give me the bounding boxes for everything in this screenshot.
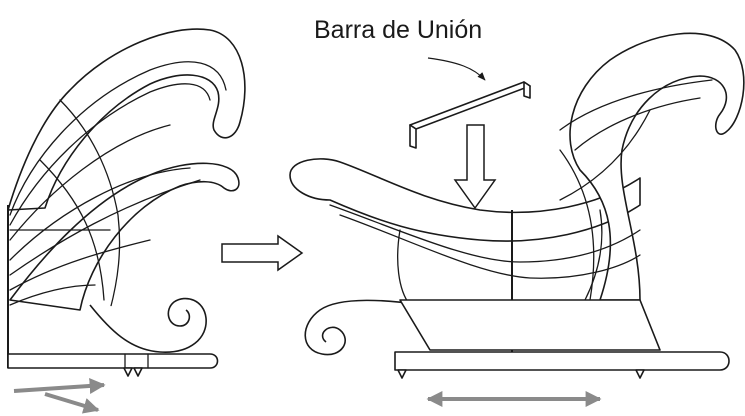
right-sleigh-body — [399, 299, 661, 351]
right-front-scroll — [289, 158, 641, 242]
right-runner — [394, 351, 730, 371]
left-direction-arrow-2 — [44, 392, 100, 414]
right-sleigh — [289, 32, 745, 379]
down-arrow — [453, 124, 497, 210]
right-arrow — [221, 234, 304, 272]
left-runner-curl — [89, 297, 207, 353]
left-back-scroll — [7, 28, 246, 211]
left-runner — [7, 353, 219, 369]
right-back-scroll — [569, 32, 745, 301]
label-leader-arrow — [427, 57, 486, 81]
left-direction-arrow-1 — [13, 377, 106, 394]
left-front-scroll — [9, 162, 240, 311]
left-sleigh-half — [7, 28, 246, 377]
right-runner-curl — [304, 299, 421, 356]
connecting-bar — [409, 81, 531, 149]
connecting-bar-label: Barra de Unión — [314, 16, 482, 44]
